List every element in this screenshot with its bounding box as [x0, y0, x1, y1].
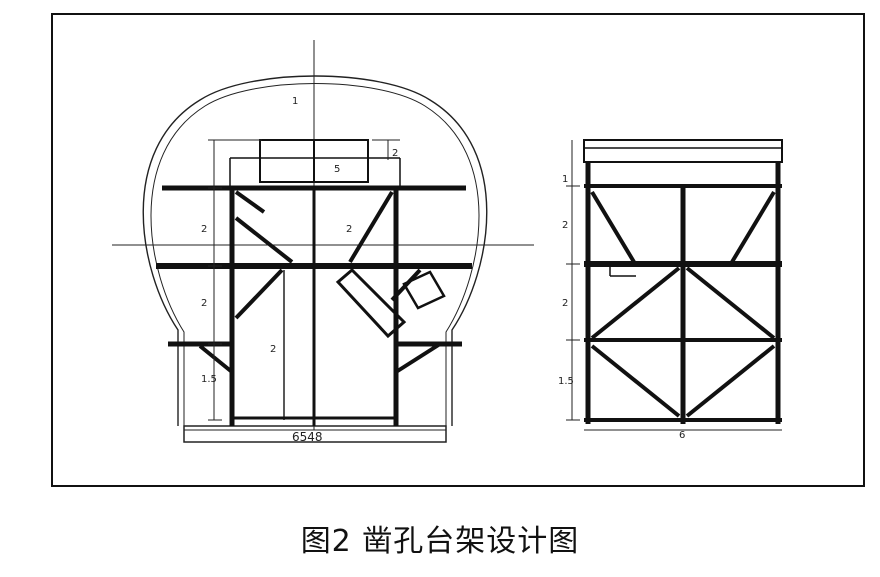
side-view: [566, 139, 783, 431]
side-bracing: [590, 190, 776, 418]
side-top-rail: [583, 139, 783, 163]
inclined-platform: [335, 267, 407, 339]
side-dim-label: 1: [562, 174, 568, 185]
dim-label: 2: [201, 298, 207, 309]
dim-label: 2: [201, 224, 207, 235]
dim-label: 5: [334, 164, 340, 175]
side-dim-label: 1.5: [558, 376, 574, 387]
tunnel-outline-inner: [150, 83, 480, 426]
dim-label: 1.5: [201, 374, 217, 385]
dim-label: 1: [292, 96, 298, 107]
drawing-border: [51, 13, 865, 487]
side-dimension-lines: [566, 140, 782, 431]
tunnel-outline-outer: [142, 75, 488, 426]
width-label: 6548: [292, 430, 323, 444]
front-view: [112, 40, 534, 443]
front-dimension-lines: [208, 139, 400, 421]
dim-label: 2: [270, 344, 276, 355]
design-drawing: 1 5 2 2 2 2 1.5 2 6548: [51, 13, 865, 487]
side-dim-label: 6: [679, 430, 685, 441]
side-dim-label: 2: [562, 298, 568, 309]
dim-label: 2: [346, 224, 352, 235]
front-bracing: [198, 190, 442, 374]
side-platform: [402, 270, 446, 310]
side-dim-label: 2: [562, 220, 568, 231]
figure-caption: 图2 凿孔台架设计图: [300, 524, 580, 559]
dim-label: 2: [392, 148, 398, 159]
